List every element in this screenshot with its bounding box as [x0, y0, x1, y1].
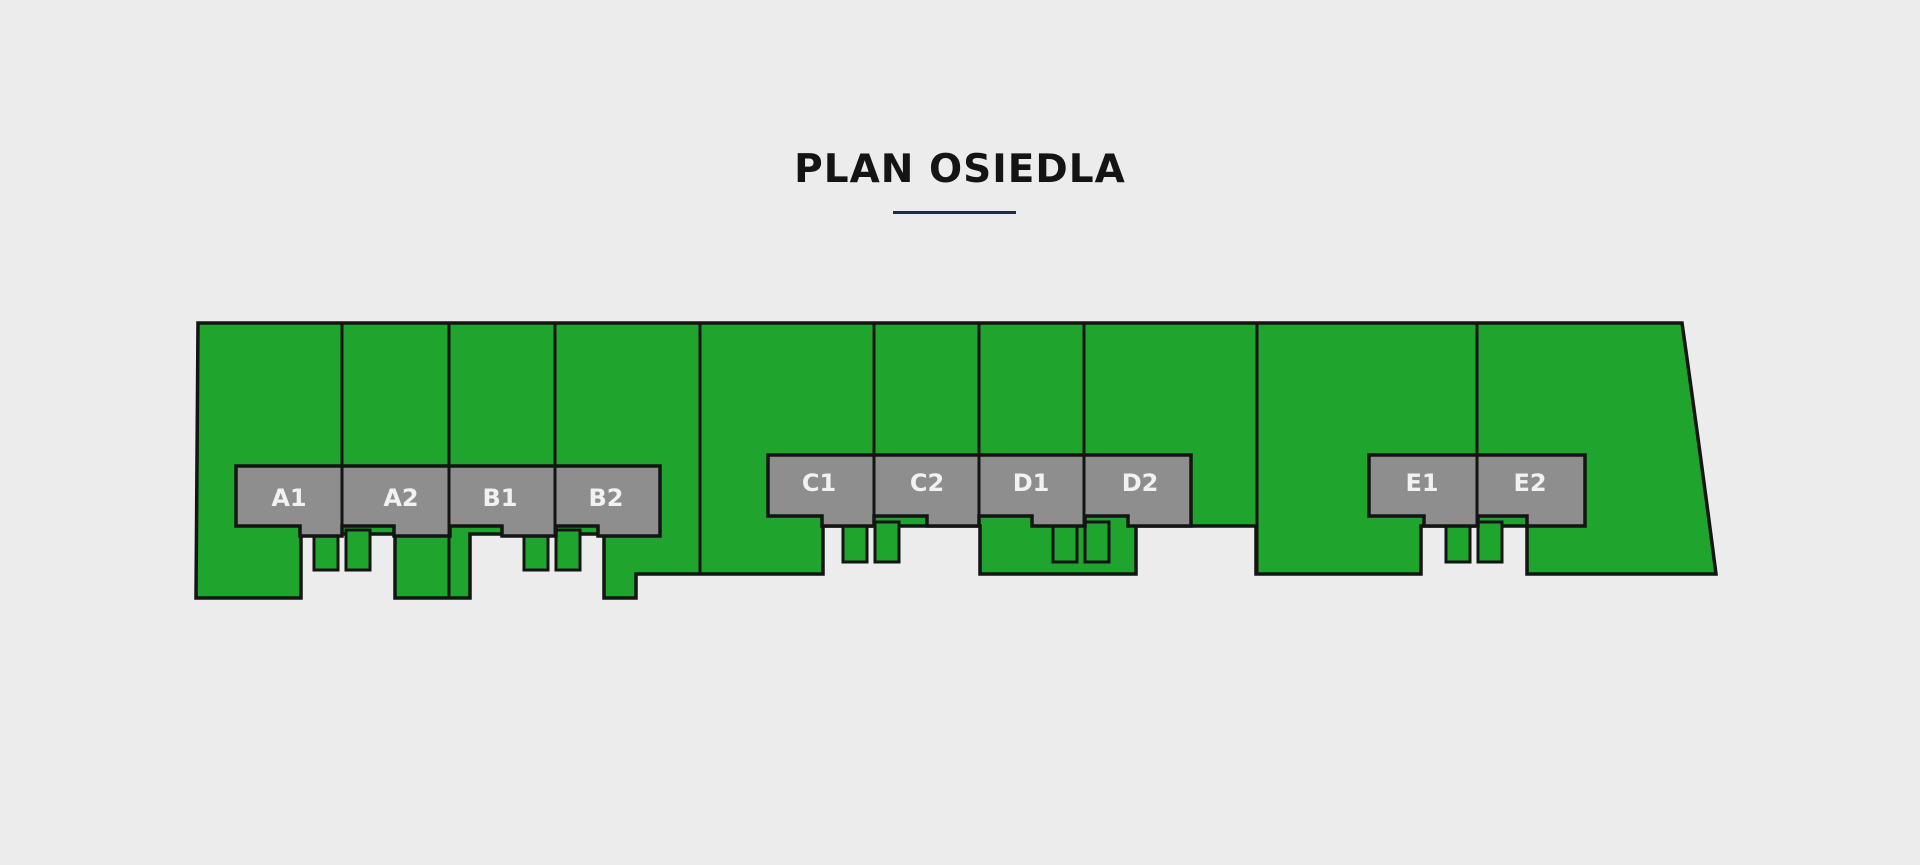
terrace [344, 528, 372, 572]
terrace [1444, 520, 1472, 564]
unit-label-e2[interactable]: E2 [1513, 469, 1546, 497]
building-group-e: E1 E2 [1367, 453, 1587, 528]
page-title: PLAN OSIEDLA [794, 147, 1126, 192]
unit-label-b1[interactable]: B1 [483, 484, 518, 512]
unit-label-d1[interactable]: D1 [1013, 469, 1050, 497]
unit-label-e1[interactable]: E1 [1405, 469, 1438, 497]
building-group-ab: A1 A2 B1 B2 [234, 464, 662, 538]
unit-label-d2[interactable]: D2 [1122, 469, 1159, 497]
unit-label-b2[interactable]: B2 [589, 484, 624, 512]
unit-label-a2[interactable]: A2 [383, 484, 418, 512]
building-group-cd: C1 C2 D1 D2 [766, 453, 1193, 528]
unit-label-c2[interactable]: C2 [910, 469, 944, 497]
unit-label-a1[interactable]: A1 [271, 484, 306, 512]
terrace [554, 528, 582, 572]
terrace [1476, 520, 1504, 564]
terrace [1051, 520, 1079, 564]
terrace [1083, 520, 1111, 564]
plot-dividers [340, 323, 1479, 598]
unit-label-c1[interactable]: C1 [802, 469, 836, 497]
title-underline [893, 211, 1016, 214]
terrace [873, 520, 901, 564]
terrace [841, 520, 869, 564]
